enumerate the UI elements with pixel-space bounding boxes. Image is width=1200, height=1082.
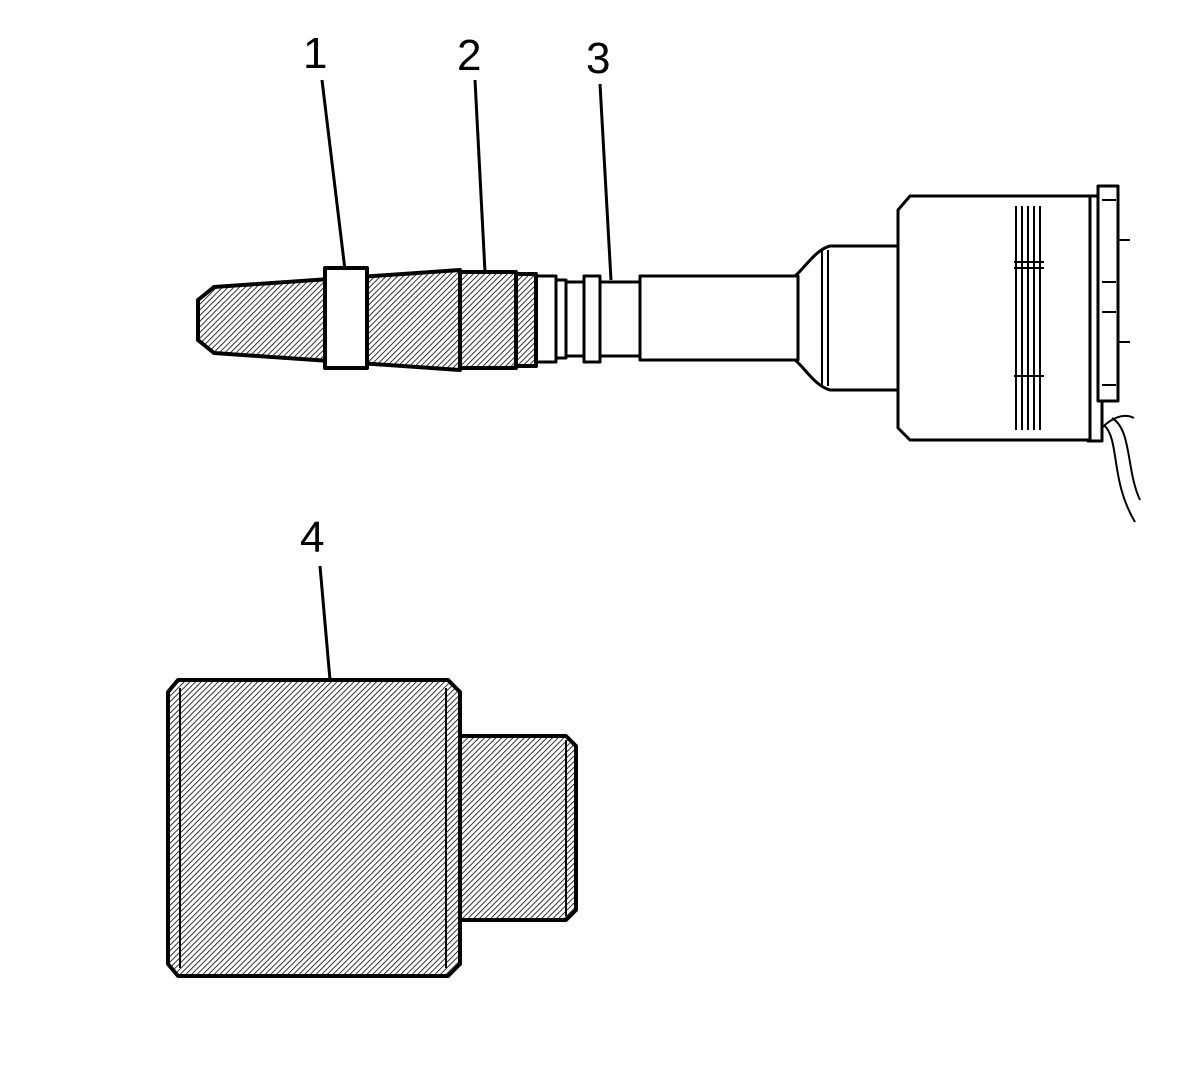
leader-lines bbox=[318, 79, 613, 681]
end-cap bbox=[1086, 184, 1130, 443]
shaft bbox=[638, 274, 800, 362]
leader-line-4 bbox=[318, 565, 332, 681]
pilot-ring bbox=[323, 266, 369, 370]
callout-4: 4 bbox=[300, 513, 324, 562]
handle-body bbox=[896, 194, 1092, 442]
tool-assembly bbox=[196, 184, 1141, 523]
handle-neck bbox=[793, 244, 900, 392]
callout-2: 2 bbox=[457, 31, 481, 80]
callout-3: 3 bbox=[586, 34, 610, 83]
callout-1: 1 bbox=[303, 29, 327, 78]
leader-line-2 bbox=[473, 79, 487, 273]
leader-line-1 bbox=[320, 79, 347, 271]
adapter-small-step bbox=[454, 734, 578, 922]
callout-labels: 1 2 3 4 bbox=[300, 29, 610, 562]
leader-line-3 bbox=[598, 83, 613, 281]
adapter-large-body bbox=[166, 678, 462, 978]
shaft-seal-rings bbox=[534, 274, 642, 364]
adapter-component bbox=[166, 678, 578, 978]
collar-band bbox=[458, 270, 538, 370]
cable bbox=[1097, 414, 1141, 523]
